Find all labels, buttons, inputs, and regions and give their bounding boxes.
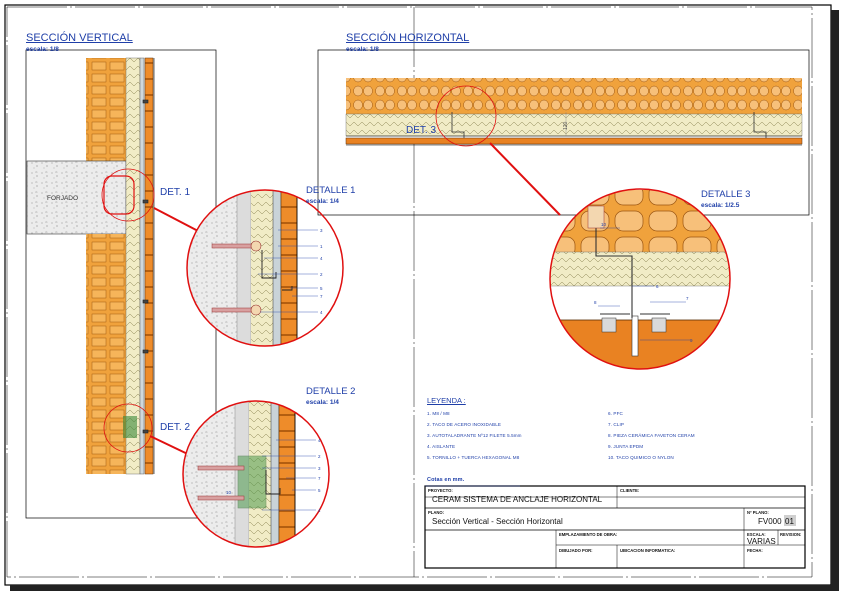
detail2-callout: 10 [226, 490, 232, 495]
legend-item: 4. AISLANTE [427, 444, 456, 449]
detail1-scale: escala: 1/4 [306, 198, 339, 205]
legend-item: 6. PFC [608, 411, 623, 416]
detail3-callouts: 10 6 7 8 9 [594, 222, 693, 343]
detail1-drawing [186, 189, 344, 347]
detail1-callout: 5 [320, 286, 323, 291]
detail2-title: DETALLE 2 [306, 386, 356, 397]
detail3-title: DETALLE 3 [701, 189, 751, 200]
detail2-callout: 4 [318, 438, 321, 443]
horizontal-section [317, 49, 810, 216]
detail1-title: DETALLE 1 [306, 185, 356, 196]
detail3-scale: escala: 1/2.5 [701, 202, 740, 209]
proyecto-label: PROYECTO: [428, 488, 453, 493]
detail1-callout: 4 [320, 256, 323, 261]
horizontal-section-frame [317, 49, 810, 216]
detail1-callout: 3 [320, 228, 323, 233]
cliente-label: CLIENTE: [620, 488, 640, 493]
rail [139, 57, 145, 475]
legend-item: 8. PIEZA CERÁMICA FAVETON CERAM [608, 433, 695, 438]
det2-label: DET. 2 [160, 422, 191, 433]
vertical-section-title: SECCIÓN VERTICAL [26, 32, 133, 44]
detail3-callout: 7 [686, 296, 689, 301]
insulation-layer [125, 57, 141, 475]
plano-value: Sección Vertical - Sección Horizontal [432, 517, 563, 526]
vertical-section-scale: escala: 1/8 [26, 46, 59, 53]
nplano-value: FV000 [758, 517, 782, 526]
detail3-drawing [549, 188, 731, 370]
detail2-callout: 7 [318, 476, 321, 481]
detail1-callout: 1 [320, 244, 323, 249]
horizontal-section-title: SECCIÓN HORIZONTAL [346, 32, 470, 44]
detail3-callout: 10 [601, 222, 607, 227]
legend-item: 5. TORNILLO + TUERCA HEXAGONAL M8 [427, 455, 520, 460]
escala-value: VARIAS [747, 537, 776, 546]
dimension-label: 120 [563, 121, 569, 130]
detail2-callout: 4 [318, 508, 321, 513]
title-block [424, 485, 806, 569]
det1-label: DET. 1 [160, 187, 191, 198]
ceramic-panel [144, 57, 154, 475]
sheet-shadow-bottom [10, 585, 839, 591]
slab [26, 160, 127, 235]
detail2-callout: 2 [318, 454, 321, 459]
escala-label: ESCALA: [747, 532, 766, 537]
emplazamiento-label: EMPLAZAMIENTO DE OBRA: [559, 532, 618, 537]
detail2-callout: 3 [318, 466, 321, 471]
legend-item: 9. JUNTA EPDM [608, 444, 644, 449]
detail3-callout: 6 [656, 284, 659, 289]
detail1-callout: 4 [320, 310, 323, 315]
legend-item: 3. AUTOTALADRANTE Nº12 FILETE 5.5mm [427, 433, 522, 438]
nplano-label: Nº PLANO: [747, 510, 769, 515]
ubicacion-label: UBICACION INFORMATICA: [620, 548, 676, 553]
detail1-callout: 2 [320, 272, 323, 277]
units-note: Cotas en mm. [427, 477, 465, 483]
detail1-callout: 7 [320, 294, 323, 299]
legend-item: 7. CLIP [608, 422, 625, 427]
detail2-scale: escala: 1/4 [306, 399, 339, 406]
dibujado-label: DIBUJADO POR: [559, 548, 593, 553]
inner-border [6, 6, 813, 578]
horizontal-section-scale: escala: 1/8 [346, 46, 379, 53]
ceramic-band [345, 137, 803, 145]
brick-band [346, 78, 802, 114]
detail2-drawing [182, 400, 330, 548]
plano-label: PLANO: [428, 510, 445, 515]
detail3-callout: 8 [594, 300, 597, 305]
sheet-shadow-right [831, 10, 839, 590]
fecha-label: FECHA: [747, 548, 763, 553]
detail3-callout: 9 [690, 338, 693, 343]
det1-leader [153, 207, 201, 233]
legend-title: LEYENDA : [427, 396, 466, 405]
legend-item: 1. M8 / M8 [427, 411, 450, 416]
det3-leader [489, 142, 561, 216]
detail2-callouts: 4 2 3 7 5 10 4 [226, 438, 321, 513]
brick-wall-upper [86, 58, 126, 161]
slab-label: FORJADO [47, 195, 78, 202]
brick-wall-lower [86, 234, 126, 474]
det3-label: DET. 3 [406, 125, 437, 136]
proyecto-value: CERAM SISTEMA DE ANCLAJE HORIZONTAL [432, 495, 603, 504]
nplano-suffix: 01 [785, 517, 794, 526]
legend-item: 10. TACO QUIMICO O NYLON [608, 455, 674, 460]
detail2-callout: 5 [318, 488, 321, 493]
revision-label: REVISION: [780, 532, 802, 537]
legend-item: 2. TACO DE ACERO INOXIDABLE [427, 422, 502, 427]
detail1-callouts: 3 1 4 2 5 7 4 [320, 228, 323, 315]
vertical-section [25, 49, 217, 519]
